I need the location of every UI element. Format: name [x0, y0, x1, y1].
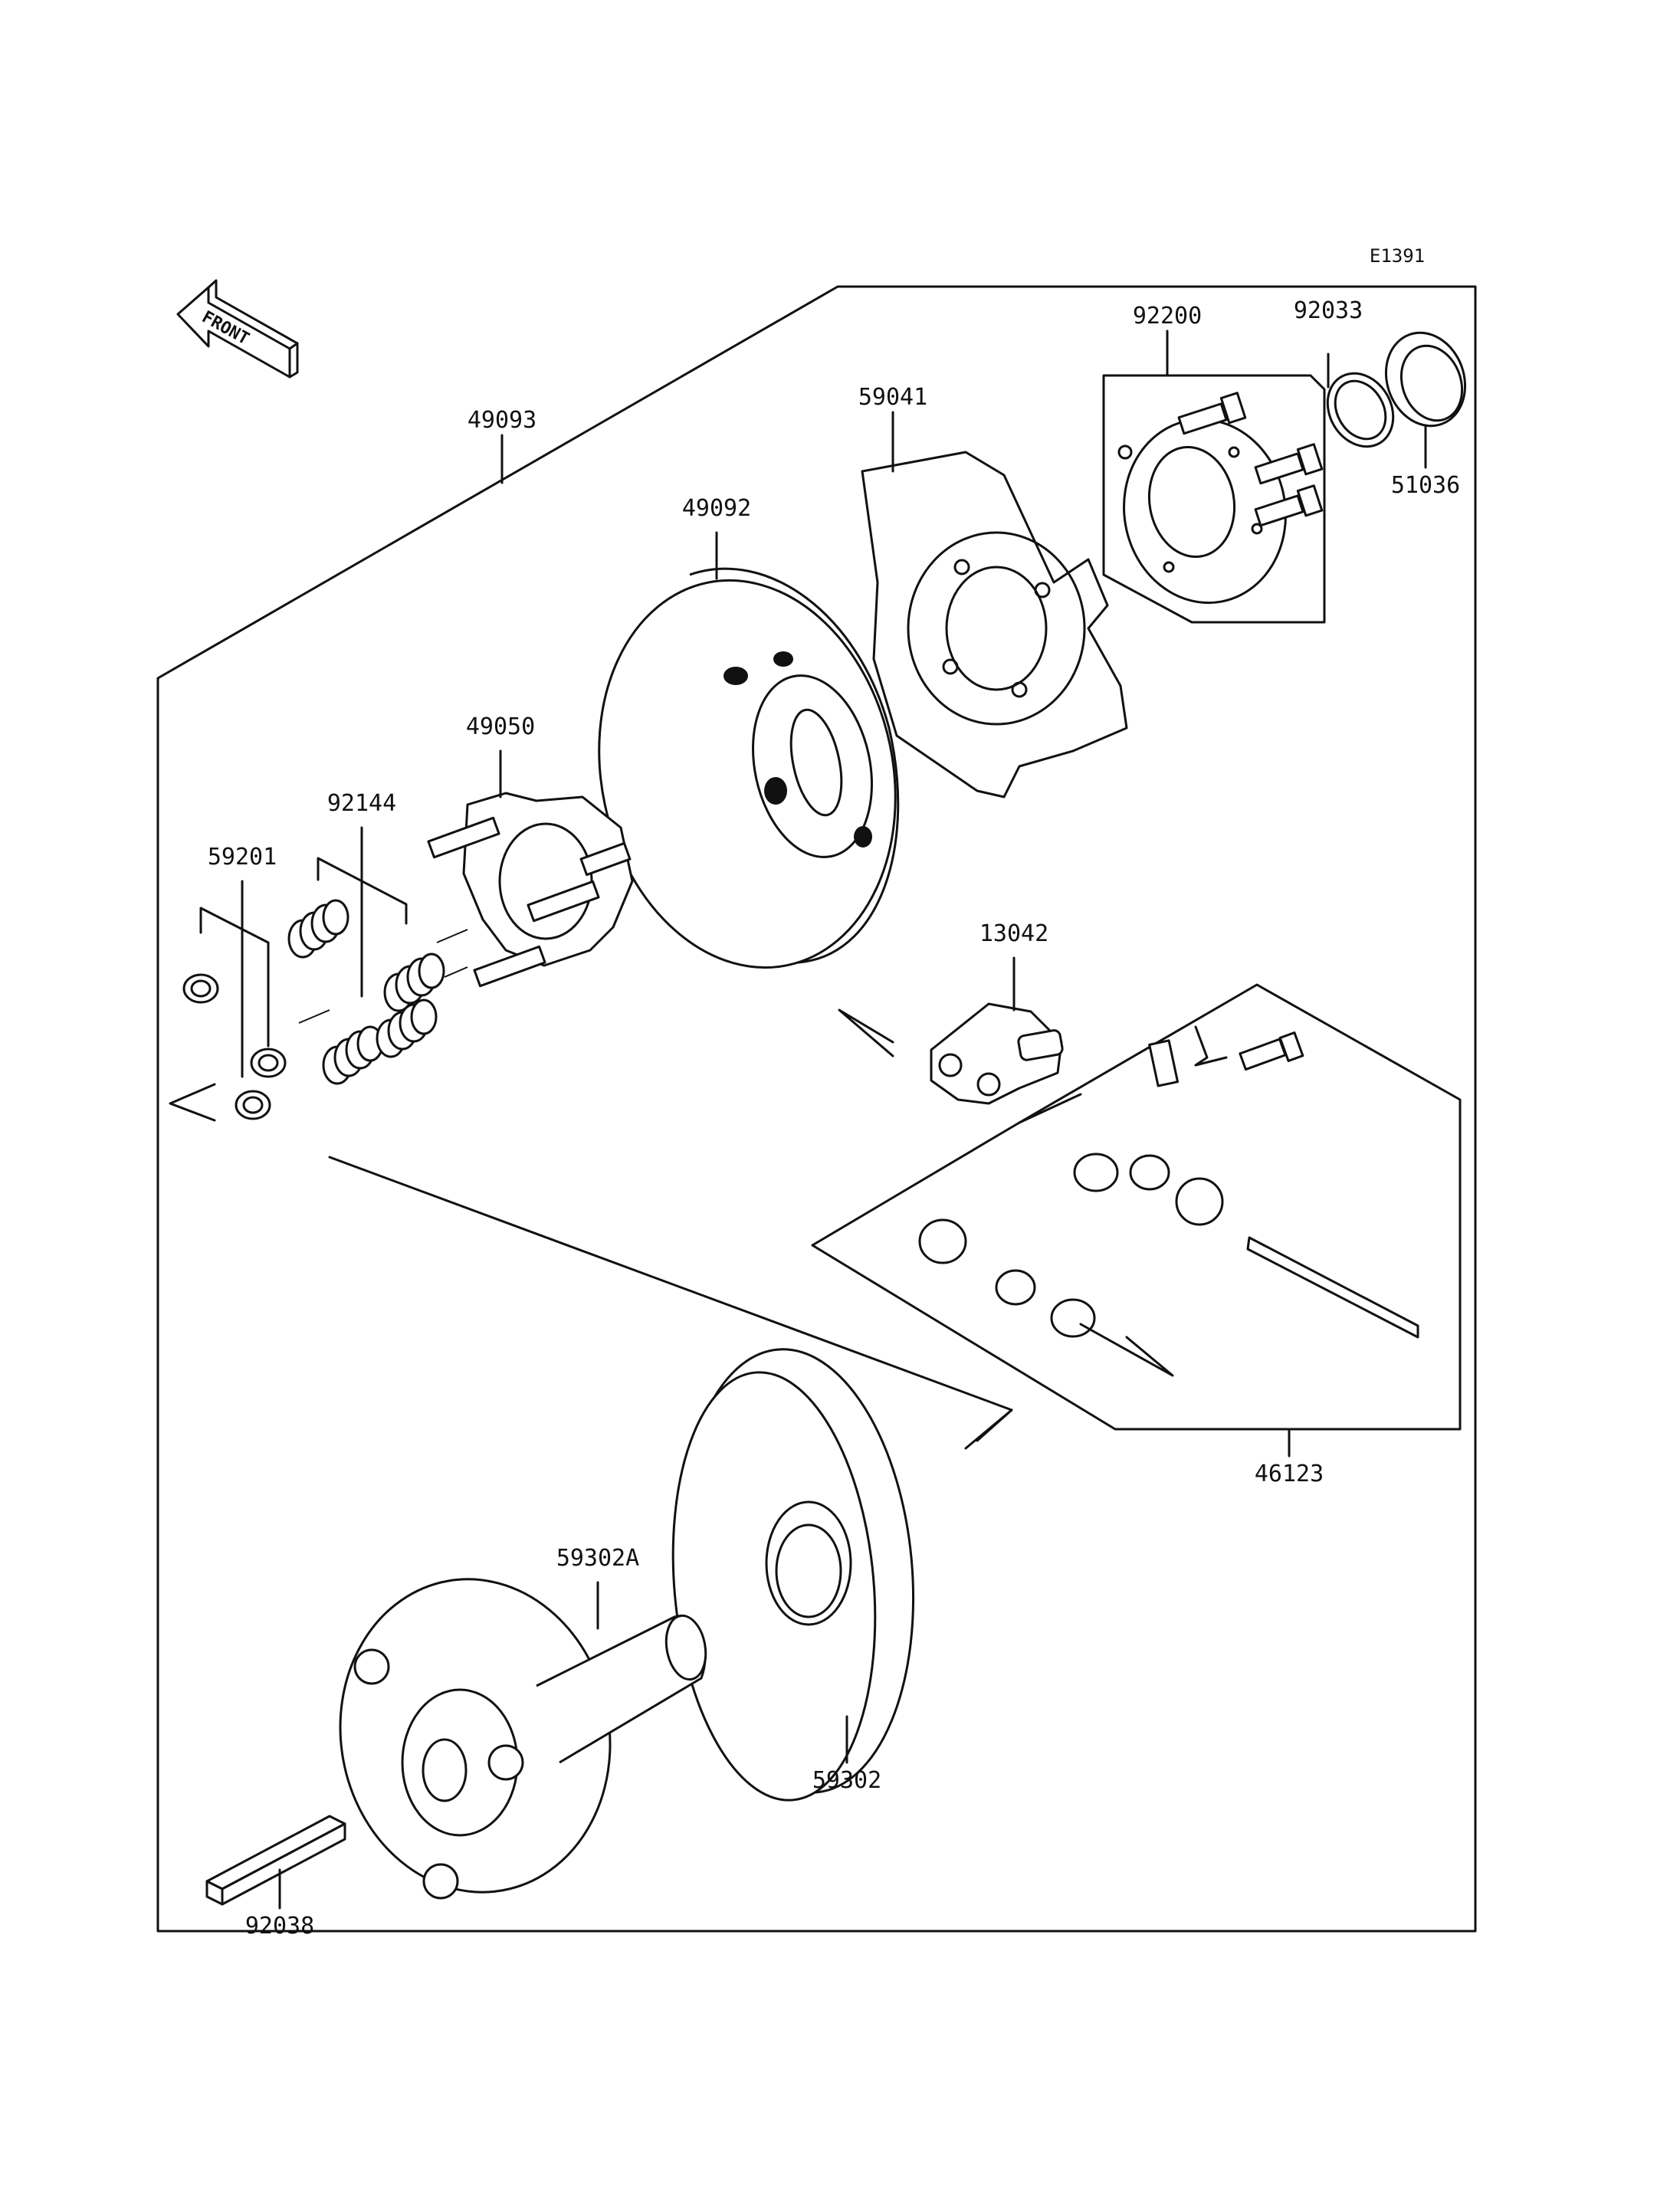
part-number-46123: 46123 [1255, 1461, 1324, 1487]
weight-arm-part [838, 956, 1064, 1105]
part-number-92033: 92033 [1294, 297, 1363, 324]
part-number-49050: 49050 [466, 713, 535, 740]
part-number-59041: 59041 [858, 384, 927, 411]
movable-sheave-part [598, 531, 900, 969]
circlip-part [1326, 353, 1395, 448]
part-number-51036: 51036 [1391, 472, 1460, 499]
bushing-ring-part [1384, 331, 1467, 469]
part-number-92144: 92144 [327, 790, 396, 817]
bolt-plate-part [1117, 392, 1324, 605]
part-number-59302: 59302 [812, 1767, 881, 1794]
spider-hub-part [427, 749, 634, 988]
washer-set-part [169, 880, 287, 1122]
part-number-13042: 13042 [979, 920, 1048, 947]
bolt-kit-box [1102, 374, 1326, 624]
fixed-sheave-part [671, 1348, 915, 1802]
part-number-92200: 92200 [1133, 303, 1202, 330]
front-arrow-icon: FRONT [176, 279, 299, 379]
part-number-59302A: 59302A [556, 1545, 639, 1572]
key-part [205, 1815, 346, 1910]
spring-set-part [287, 826, 468, 1085]
spider-plate-part [861, 411, 1128, 798]
assembly-outline [156, 285, 1477, 1933]
part-number-59201: 59201 [208, 844, 277, 871]
part-number-49093: 49093 [468, 407, 536, 434]
drive-hub-part [339, 1578, 707, 1900]
part-labels: 49093 92200 92033 51036 59041 49092 4905… [208, 297, 1460, 1940]
roller-kit-part [811, 983, 1462, 1458]
part-number-92038: 92038 [245, 1913, 314, 1940]
diagram-code: E1391 [1370, 245, 1425, 267]
part-number-49092: 49092 [682, 495, 751, 522]
